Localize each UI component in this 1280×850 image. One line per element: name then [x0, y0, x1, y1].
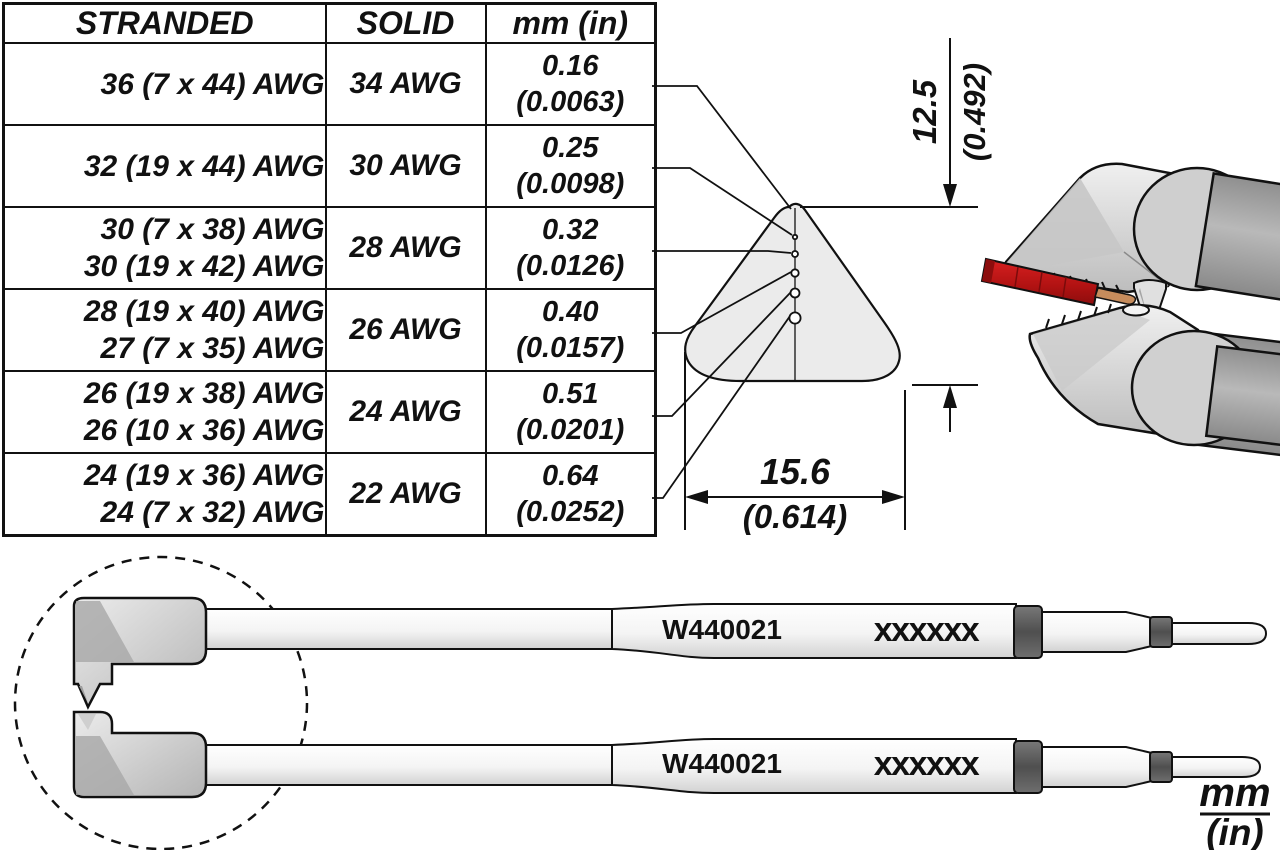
solid-cell: 22 AWG [324, 452, 487, 537]
height-dim-mm: 12.5 [906, 79, 943, 144]
header-stranded: STRANDED [2, 2, 327, 44]
solid-cell: 24 AWG [324, 370, 487, 454]
model-label: W440021 [662, 748, 782, 779]
units-legend: mm (in) [1199, 771, 1270, 850]
width-dim-in: (0.614) [743, 498, 848, 535]
diameter-cell: 0.40(0.0157) [484, 288, 657, 372]
width-dimension: 15.6 (0.614) [684, 352, 906, 535]
collar-band [1013, 605, 1043, 659]
bottom-jaw [1028, 303, 1280, 459]
stripped-wire [980, 257, 1137, 307]
diameter-cell: 0.51(0.0201) [484, 370, 657, 454]
diameter-cell: 0.16(0.0063) [484, 42, 657, 126]
jaw-3d-render [980, 162, 1280, 459]
cartridge-bottom: W440021 xxxxxx [72, 710, 1262, 799]
units-mm: mm [1199, 771, 1270, 815]
wire-spec-table: STRANDED SOLID mm (in) 36 (7 x 44) AWG 3… [2, 2, 657, 537]
cone-seat-hole [1122, 303, 1150, 317]
wire-holes [788, 233, 802, 325]
solid-cell: 34 AWG [324, 42, 487, 126]
leader-lines [652, 85, 793, 499]
diameter-cell: 0.32(0.0126) [484, 206, 657, 290]
units-in: (in) [1206, 812, 1264, 850]
width-dim-mm: 15.6 [760, 451, 831, 492]
solid-cell: 28 AWG [324, 206, 487, 290]
serial-label: xxxxxx [874, 611, 980, 649]
stranded-cell: 32 (19 x 44) AWG [2, 124, 327, 208]
diameter-cell: 0.25(0.0098) [484, 124, 657, 208]
header-solid: SOLID [324, 2, 487, 44]
header-units: mm (in) [484, 2, 657, 44]
collar-band [1149, 751, 1173, 783]
blade-profile-drawing: 12.5 (0.492) 15.6 (0.614) [652, 38, 992, 535]
serial-label: xxxxxx [874, 745, 980, 783]
collar-band [1013, 740, 1043, 794]
height-dimension: 12.5 (0.492) [800, 38, 992, 432]
table-header-row: STRANDED SOLID mm (in) [2, 2, 657, 44]
contact-rod [1171, 622, 1268, 645]
top-jaw [1004, 162, 1280, 328]
detail-zoom-circle [13, 555, 309, 850]
solid-cell: 26 AWG [324, 288, 487, 372]
diameter-cell: 0.64(0.0252) [484, 452, 657, 537]
collar-band [1149, 616, 1173, 648]
solid-cell: 30 AWG [324, 124, 487, 208]
height-dim-in: (0.492) [957, 63, 992, 161]
cartridge-top: W440021 xxxxxx [72, 596, 1268, 710]
table-row: 32 (19 x 44) AWG 30 AWG 0.25(0.0098) [2, 124, 657, 208]
copper-conductor [1094, 287, 1137, 305]
stranded-cell: 36 (7 x 44) AWG [2, 42, 327, 126]
contact-rod [1171, 756, 1262, 778]
model-label: W440021 [662, 614, 782, 645]
serration-marks [1045, 303, 1112, 329]
table-row: 36 (7 x 44) AWG 34 AWG 0.16(0.0063) [2, 42, 657, 126]
